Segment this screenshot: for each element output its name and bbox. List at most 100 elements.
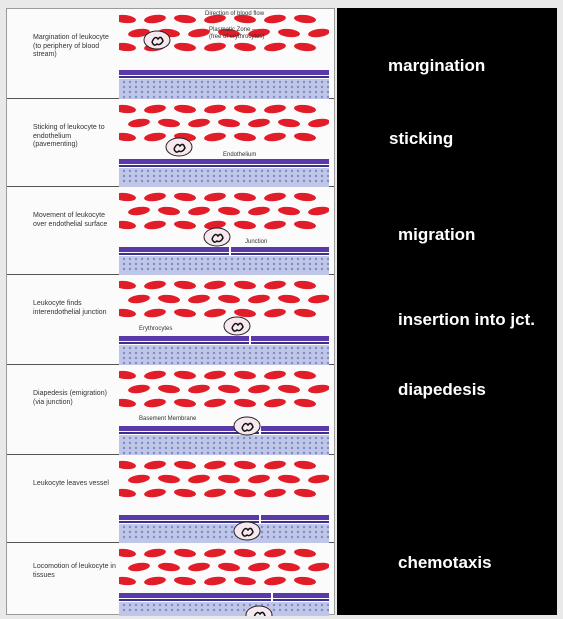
tissue-texture (321, 362, 323, 364)
tissue-texture (267, 604, 269, 606)
tissue-texture (171, 170, 173, 172)
erythrocyte (204, 132, 227, 143)
tissue-texture (207, 442, 209, 444)
tissue-texture (123, 526, 125, 528)
tissue-texture (303, 604, 305, 606)
tissue-texture (291, 96, 293, 98)
tissue-texture (213, 526, 215, 528)
inset-annotation: Basement Membrane (139, 416, 197, 422)
tissue-texture (171, 442, 173, 444)
tissue-texture (147, 268, 149, 270)
tissue-texture (165, 609, 167, 611)
tissue-texture (291, 170, 293, 172)
basement-membrane (119, 432, 329, 434)
tissue-texture (153, 268, 155, 270)
tissue-texture (291, 357, 293, 359)
tissue-texture (189, 180, 191, 182)
tissue-texture (129, 96, 131, 98)
tissue-texture (123, 91, 125, 93)
tissue-texture (279, 352, 281, 354)
tissue-texture (321, 447, 323, 449)
tissue-texture (129, 81, 131, 83)
tissue-texture (309, 86, 311, 88)
tissue-texture (213, 81, 215, 83)
tissue-texture (207, 91, 209, 93)
tissue-texture (225, 180, 227, 182)
tissue-texture (141, 362, 143, 364)
tissue-texture (297, 362, 299, 364)
tissue-texture (285, 536, 287, 538)
tissue-texture (315, 170, 317, 172)
tissue-texture (297, 175, 299, 177)
tissue-texture (147, 452, 149, 454)
erythrocyte (128, 562, 151, 573)
tissue-texture (267, 81, 269, 83)
tissue-texture (129, 347, 131, 349)
tissue-texture (297, 604, 299, 606)
basement-membrane (119, 253, 329, 255)
erythrocyte (144, 14, 167, 25)
inset-annotation: Plasmatic Zone – (209, 27, 256, 33)
tissue-texture (243, 442, 245, 444)
tissue-texture (261, 447, 263, 449)
tissue-texture (237, 180, 239, 182)
tissue-texture (201, 258, 203, 260)
tissue-texture (171, 531, 173, 533)
tissue-texture (123, 86, 125, 88)
erythrocyte (174, 220, 197, 230)
tissue-texture (129, 175, 131, 177)
tissue-texture (261, 357, 263, 359)
tissue-texture (123, 352, 125, 354)
tissue-texture (159, 604, 161, 606)
tissue-texture (189, 531, 191, 533)
tissue-texture (141, 263, 143, 265)
erythrocyte (204, 548, 227, 559)
erythrocyte (234, 370, 257, 380)
tissue-texture (195, 536, 197, 538)
tissue-texture (195, 604, 197, 606)
erythrocyte (144, 132, 167, 143)
tissue-texture (177, 263, 179, 265)
erythrocyte (119, 192, 136, 202)
tissue-texture (273, 442, 275, 444)
tissue-texture (303, 357, 305, 359)
tissue-texture (129, 604, 131, 606)
tissue-texture (231, 96, 233, 98)
tissue-texture (267, 86, 269, 88)
tissue-texture (159, 447, 161, 449)
tissue-texture (195, 526, 197, 528)
tissue-texture (147, 96, 149, 98)
tissue-texture (303, 263, 305, 265)
tissue-texture (177, 604, 179, 606)
tissue-texture (189, 96, 191, 98)
erythrocyte (174, 460, 197, 470)
tissue-texture (267, 531, 269, 533)
tissue-texture (249, 180, 251, 182)
tissue-texture (231, 170, 233, 172)
tissue-texture (261, 437, 263, 439)
step-label: diapedesis (398, 380, 486, 400)
tissue-texture (123, 175, 125, 177)
tissue-texture (189, 536, 191, 538)
leukocyte (234, 417, 260, 435)
erythrocyte (278, 206, 301, 216)
tissue-texture (237, 96, 239, 98)
tissue-texture (189, 268, 191, 270)
erythrocyte (234, 576, 257, 586)
tissue-texture (285, 604, 287, 606)
tissue-texture (135, 442, 137, 444)
tissue-texture (279, 180, 281, 182)
tissue-texture (309, 442, 311, 444)
tissue-texture (183, 347, 185, 349)
tissue-texture (243, 81, 245, 83)
erythrocyte (204, 104, 227, 115)
tissue-texture (129, 362, 131, 364)
erythrocyte (294, 192, 317, 202)
tissue-texture (225, 531, 227, 533)
step-label: chemotaxis (398, 553, 492, 573)
tissue-texture (309, 91, 311, 93)
tissue-texture (183, 536, 185, 538)
erythrocyte (278, 384, 301, 394)
tissue-texture (129, 609, 131, 611)
tissue-texture (237, 268, 239, 270)
